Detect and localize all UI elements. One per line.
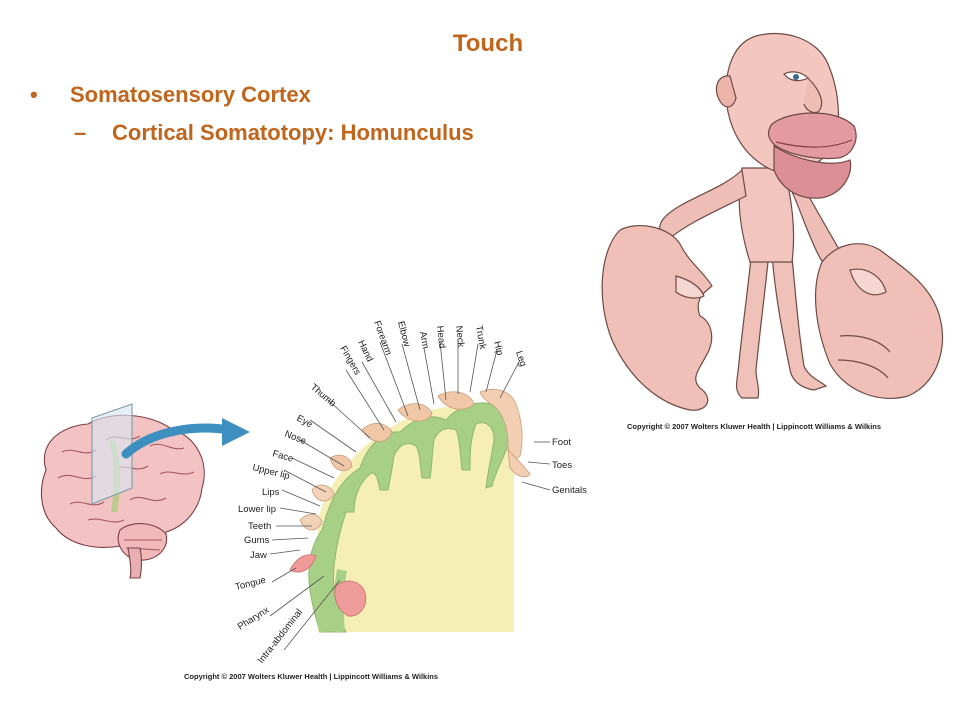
label-hand: Hand (355, 338, 375, 363)
sub-bullet-homunculus: –Cortical Somatotopy: Homunculus (74, 120, 474, 146)
label-lips: Lips (262, 487, 280, 498)
label-teeth: Teeth (248, 521, 271, 532)
label-hip: Hip (491, 340, 505, 357)
sub-bullet-mark: – (74, 120, 87, 145)
bullet-text: Somatosensory Cortex (70, 82, 311, 107)
label-gums: Gums (244, 535, 270, 546)
label-toes: Toes (552, 460, 572, 471)
bullet-mark: • (30, 82, 38, 107)
label-forearm: Forearm (371, 319, 394, 357)
slide-title: Touch (452, 30, 524, 57)
label-head: Head (434, 325, 447, 349)
homunculus-illustration (601, 32, 944, 411)
label-lower-lip: Lower lip (238, 504, 276, 515)
label-elbow: Elbow (395, 320, 412, 348)
label-genitals: Genitals (552, 485, 587, 496)
label-arm: Arm (417, 331, 431, 350)
copyright-cortex: Copyright © 2007 Wolters Kluwer Health |… (184, 672, 439, 681)
arrow-to-cortex (121, 418, 250, 459)
label-nose: Nose (283, 429, 308, 448)
cortex-cross-section: Leg Hip Trunk Neck Head Arm Elbow Forear… (234, 319, 587, 666)
label-trunk: Trunk (473, 325, 488, 351)
sub-bullet-text: Cortical Somatotopy: Homunculus (112, 120, 474, 145)
copyright-homunculus: Copyright © 2007 Wolters Kluwer Health |… (627, 422, 882, 431)
label-upper-lip: Upper lip (251, 462, 291, 482)
brain-illustration (40, 403, 205, 579)
label-jaw: Jaw (250, 550, 267, 561)
label-pharynx: Pharynx (236, 605, 272, 633)
label-neck: Neck (453, 325, 466, 348)
label-foot: Foot (552, 437, 571, 448)
label-tongue: Tongue (234, 575, 267, 593)
label-thumb: Thumb (308, 382, 338, 409)
label-eye: Eye (295, 413, 315, 430)
label-face: Face (271, 448, 294, 464)
bullet-somatosensory-cortex: • Somatosensory Cortex (30, 82, 311, 108)
label-leg: Leg (513, 350, 528, 368)
leader-lines (269, 341, 551, 651)
